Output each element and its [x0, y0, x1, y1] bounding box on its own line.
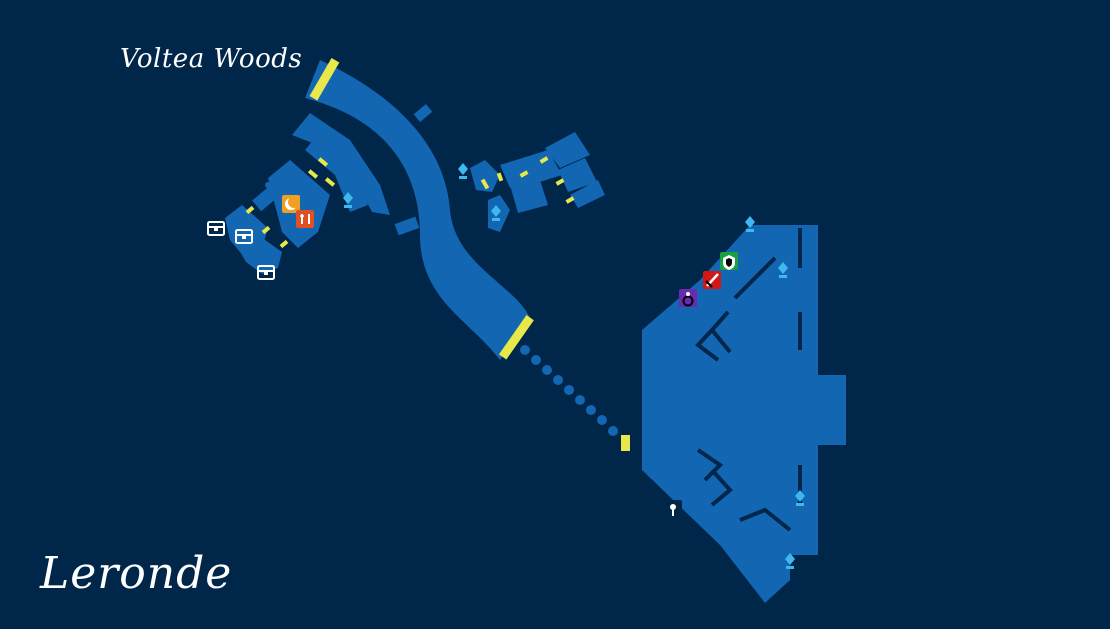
- door-marker: [565, 196, 575, 204]
- region-title: Leronde: [40, 548, 233, 599]
- east-block-e: [545, 132, 590, 168]
- town-area: [642, 225, 846, 603]
- shield-icon[interactable]: [720, 252, 738, 270]
- town-walls: [695, 228, 802, 532]
- treasure-chest-icon[interactable]: [257, 265, 275, 280]
- door-marker: [279, 239, 289, 249]
- east-block-b: [488, 195, 510, 232]
- east-block-g: [570, 180, 605, 208]
- save-crystal-icon: [491, 205, 501, 221]
- door-marker: [245, 205, 255, 215]
- east-block-d: [510, 180, 548, 213]
- door-marker: [317, 157, 329, 167]
- waypoint-markers[interactable]: [343, 163, 805, 569]
- save-crystal-icon: [745, 216, 755, 232]
- west-inner-arc: [305, 132, 368, 212]
- west-block-lower: [238, 235, 282, 274]
- road-stub: [413, 104, 433, 122]
- door-marker: [539, 156, 549, 164]
- east-block-a: [470, 160, 500, 192]
- road-stub: [394, 216, 420, 236]
- keyhole-icon[interactable]: [664, 500, 682, 520]
- door-marker: [555, 178, 565, 186]
- save-crystal-icon: [785, 553, 795, 569]
- ring-icon[interactable]: [679, 289, 697, 307]
- map-exit-south[interactable]: [498, 315, 534, 360]
- save-crystal-icon: [795, 490, 805, 506]
- door-marker: [519, 170, 529, 178]
- west-dot: [272, 175, 278, 181]
- map-exit-town-gate[interactable]: [621, 435, 630, 451]
- dotted-path: [520, 345, 618, 436]
- door-marker: [261, 225, 271, 235]
- west-dot: [265, 182, 271, 188]
- food-icon[interactable]: [296, 210, 314, 228]
- map-exit-north[interactable]: [309, 57, 340, 101]
- sword-icon[interactable]: [703, 271, 721, 289]
- door-marker: [324, 177, 336, 187]
- treasure-chest-icon[interactable]: [207, 221, 225, 236]
- save-crystal-icon: [778, 262, 788, 278]
- save-crystal-icon: [343, 192, 353, 208]
- area-label: Voltea Woods: [120, 44, 303, 74]
- save-crystal-icon: [458, 163, 468, 179]
- main-road: [305, 60, 530, 360]
- door-marker: [307, 169, 319, 179]
- inn-icon[interactable]: [282, 195, 300, 213]
- east-block-f: [558, 158, 597, 192]
- west-corridor: [252, 174, 292, 212]
- door-marker: [496, 172, 504, 182]
- treasure-chest-icon[interactable]: [235, 229, 253, 244]
- door-marker: [480, 178, 490, 190]
